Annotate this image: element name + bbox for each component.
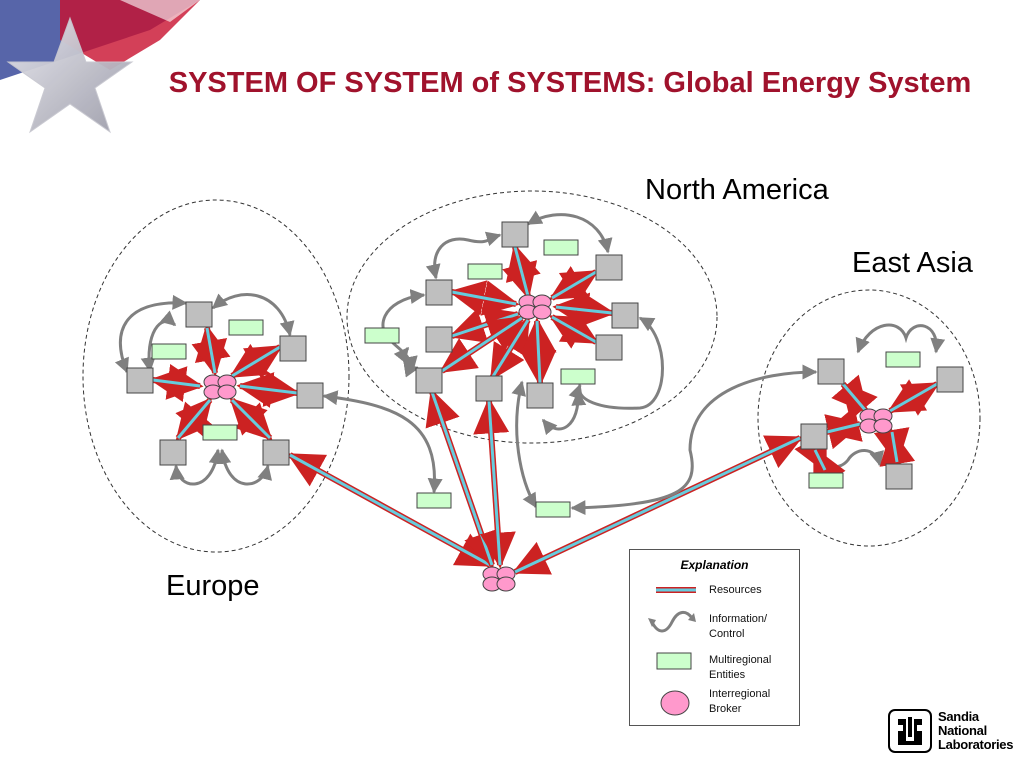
legend-label-multiregional-entities: Multiregional Entities (709, 654, 772, 681)
energy-node (475, 375, 503, 402)
legend-label-information-control: Information/ Control (709, 613, 768, 640)
multiregional-entity (364, 327, 400, 344)
energy-node (126, 367, 154, 394)
interregional-links (286, 388, 804, 575)
multiregional-entity (808, 472, 844, 489)
region-label-europe: Europe (166, 570, 260, 602)
multiregional-entity (228, 319, 264, 336)
energy-node (526, 382, 554, 409)
multiregional-entity (885, 351, 921, 368)
regional-broker (859, 408, 893, 434)
control-arrow (541, 390, 587, 436)
legend: Explanation Resources Information/ Contr… (629, 549, 800, 726)
slide-title: SYSTEM OF SYSTEM of SYSTEMS: Global Ener… (168, 67, 972, 99)
control-arrow (140, 310, 177, 373)
resource-link-icon (656, 587, 696, 593)
flag-star-decoration (0, 0, 200, 134)
energy-node (817, 358, 845, 385)
logo-line: Sandia (938, 709, 979, 724)
information-control-arrow-icon (648, 611, 696, 633)
control-arrow (568, 316, 664, 410)
energy-node (296, 382, 324, 409)
energy-node (262, 439, 290, 466)
legend-label-interregional-broker: Interregional Broker (709, 688, 771, 715)
energy-node (425, 326, 453, 353)
control-arrow (526, 210, 613, 254)
energy-node (611, 302, 639, 329)
regional-broker (518, 294, 552, 320)
control-arrow (322, 390, 443, 494)
energy-node (425, 279, 453, 306)
region-label-north-america: North America (645, 174, 829, 206)
control-arrow (169, 448, 224, 486)
interregional-broker-icon (660, 690, 690, 716)
energy-node (595, 334, 623, 361)
energy-node (415, 367, 443, 394)
multiregional-entity (151, 343, 187, 360)
europe-resource-links (149, 324, 301, 441)
multiregional-entity (202, 424, 238, 441)
sandia-thunderbird-icon (888, 709, 932, 753)
legend-title: Explanation (680, 558, 749, 572)
north-america-subsystem (364, 210, 664, 436)
control-arrow (816, 449, 884, 469)
control-arrow (570, 364, 818, 516)
europe-boundary (82, 199, 350, 553)
sandia-logo: Sandia National Laboratories (888, 709, 1018, 759)
regional-broker (203, 374, 237, 400)
sandia-wordmark: Sandia National Laboratories (938, 710, 1013, 752)
energy-node (936, 366, 964, 393)
energy-node (279, 335, 307, 362)
multiregional-entity (416, 492, 452, 509)
control-arrow (425, 231, 502, 280)
logo-line: National (938, 723, 987, 738)
multiregional-entity (535, 501, 571, 518)
legend-label-resources: Resources (709, 584, 762, 596)
control-arrow (114, 294, 188, 374)
energy-node (185, 301, 213, 328)
energy-node (595, 254, 623, 281)
europe-subsystem (114, 293, 324, 486)
control-arrow (393, 346, 420, 378)
north-america-resource-links (438, 243, 616, 387)
control-arrow (855, 323, 946, 354)
control-arrow (216, 448, 272, 486)
energy-node (800, 423, 828, 450)
east-asia-boundary (757, 289, 981, 547)
energy-node (501, 221, 529, 248)
control-arrow (511, 380, 538, 509)
energy-node (159, 439, 187, 466)
region-label-east-asia: East Asia (852, 247, 973, 279)
logo-line: Laboratories (938, 737, 1014, 752)
interregional-control-arrows (322, 364, 818, 516)
multiregional-entity (560, 368, 596, 385)
control-arrow (211, 293, 295, 337)
interregional-broker (482, 566, 516, 592)
resource-link (473, 397, 516, 569)
multiregional-entity-icon (656, 652, 692, 670)
multiregional-entity (543, 239, 579, 256)
energy-node (885, 463, 913, 490)
east-asia-resource-links (794, 374, 941, 488)
east-asia-subsystem (794, 323, 964, 490)
multiregional-entity (467, 263, 503, 280)
